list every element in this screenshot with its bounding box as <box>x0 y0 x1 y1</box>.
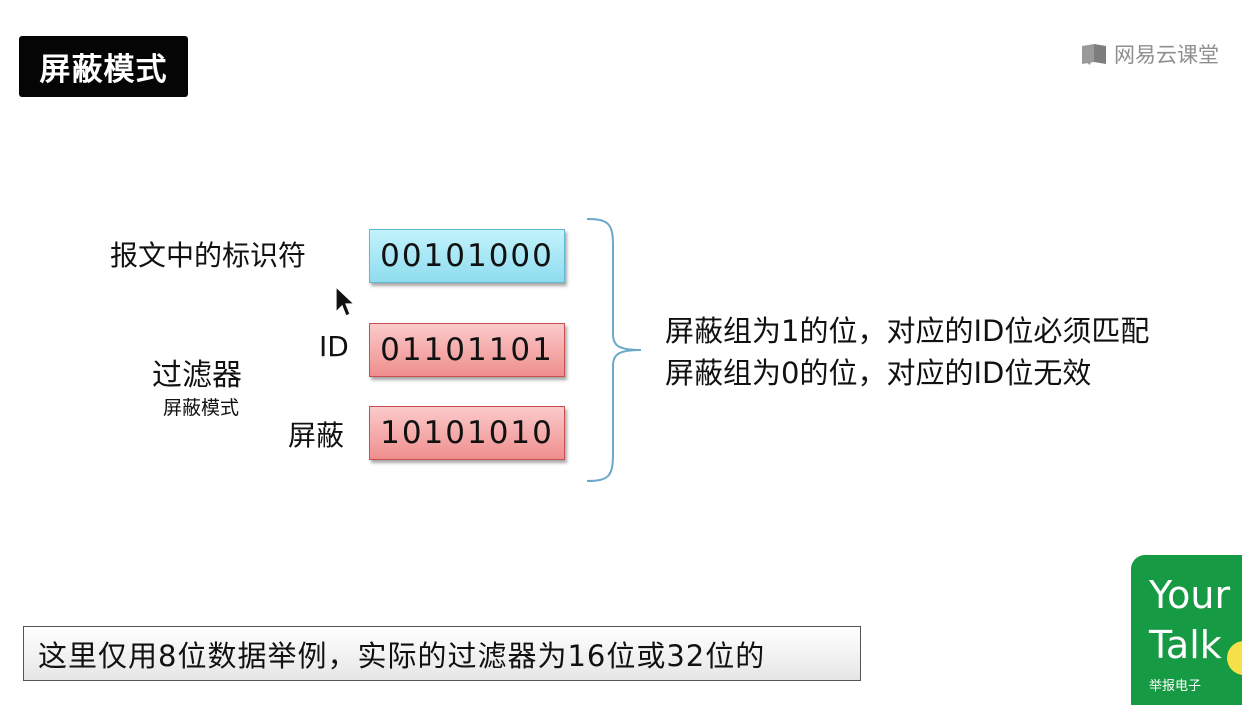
book-icon <box>1082 44 1106 65</box>
note-line-2: 屏蔽组为0的位，对应的ID位无效 <box>665 356 1092 390</box>
message-identifier-label: 报文中的标识符 <box>110 239 307 272</box>
logo-line-2: Talk <box>1149 623 1222 667</box>
mouse-cursor-icon <box>335 286 356 317</box>
filter-id-bits: 01101101 <box>369 323 565 377</box>
filter-mask-bits: 10101010 <box>369 406 565 460</box>
logo-ball-icon <box>1227 641 1242 675</box>
filter-sublabel: 屏蔽模式 <box>163 397 240 419</box>
subtitle-caption: 这里仅用8位数据举例，实际的过滤器为16位或32位的 <box>23 626 861 681</box>
watermark: 网易云课堂 <box>1080 40 1219 68</box>
logo-line-1: Your <box>1149 573 1231 617</box>
filter-id-label: ID <box>319 330 349 363</box>
note-line-1: 屏蔽组为1的位，对应的ID位必须匹配 <box>665 314 1150 348</box>
filter-mask-label: 屏蔽 <box>288 419 345 452</box>
watermark-text: 网易云课堂 <box>1114 43 1219 67</box>
page-title: 屏蔽模式 <box>19 36 188 97</box>
message-identifier-bits: 00101000 <box>369 229 565 283</box>
filter-label: 过滤器 <box>152 358 242 393</box>
logo-line-3: 举报电子 <box>1149 679 1202 694</box>
right-brace <box>586 218 642 482</box>
brand-logo: Your Talk 举报电子 <box>1131 555 1242 705</box>
